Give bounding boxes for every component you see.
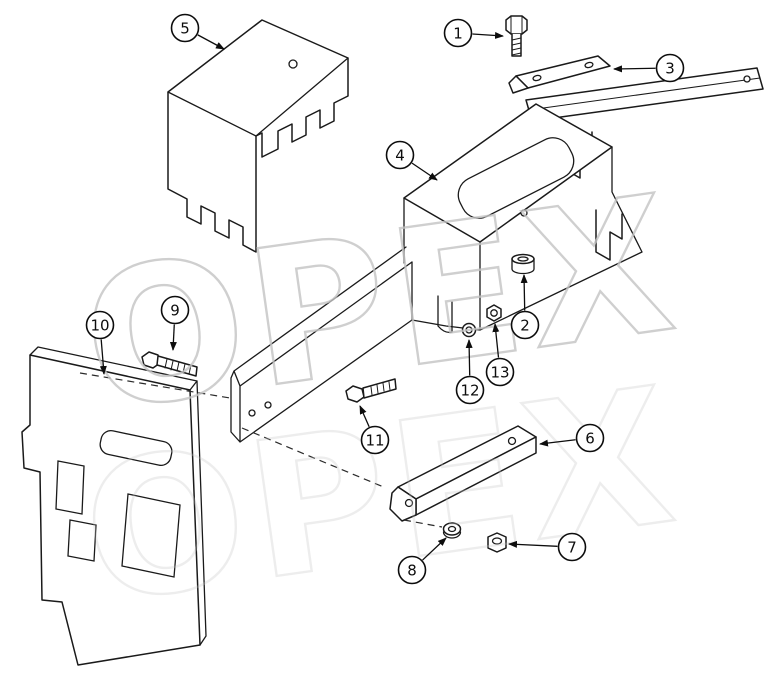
part-12-washer — [461, 322, 477, 338]
callout-8: 8 — [397, 537, 447, 585]
part-9-bolt — [141, 351, 198, 377]
callout-leader-5 — [197, 34, 225, 50]
part-3-plate — [508, 55, 611, 94]
callout-circle-9 — [160, 295, 190, 325]
callout-12: 12 — [455, 339, 485, 405]
part-8-washer-nut — [442, 522, 462, 539]
callout-leader-2 — [520, 274, 528, 311]
part-2-bushing — [511, 253, 535, 275]
cover-hole — [288, 59, 298, 69]
callout-circle-2 — [510, 310, 540, 340]
part-7-nut — [487, 532, 507, 553]
callout-circle-5 — [170, 13, 200, 43]
callout-7: 7 — [508, 532, 587, 562]
callout-leader-7 — [508, 540, 558, 548]
callout-number-2: 2 — [520, 316, 530, 334]
part-6-bracket — [389, 425, 537, 522]
callout-number-13: 13 — [490, 363, 509, 381]
callout-leader-9 — [169, 324, 177, 351]
callout-11: 11 — [359, 405, 390, 455]
callout-leader-4 — [411, 162, 438, 181]
callout-6: 6 — [539, 423, 605, 453]
part-1-bolt — [505, 15, 528, 57]
frame-opening — [457, 137, 575, 219]
callout-leader-11 — [359, 405, 370, 427]
callout-number-1: 1 — [453, 24, 463, 42]
callout-number-9: 9 — [170, 301, 180, 319]
part-13-nut — [486, 304, 502, 322]
callout-circle-6 — [575, 423, 605, 453]
callout-3: 3 — [613, 53, 685, 83]
callout-circle-12 — [455, 375, 485, 405]
callout-10: 10 — [85, 310, 115, 375]
callout-leader-13 — [492, 323, 500, 358]
callout-circle-8 — [397, 555, 427, 585]
callout-4: 4 — [385, 140, 438, 181]
callout-circle-10 — [85, 310, 115, 340]
callout-leader-10 — [99, 339, 107, 375]
callout-number-4: 4 — [395, 146, 405, 164]
callout-circle-4 — [385, 140, 415, 170]
callout-leader-12 — [465, 339, 473, 376]
callout-leader-1 — [472, 31, 504, 39]
assembly-dashed-lines — [79, 372, 443, 528]
callout-number-12: 12 — [460, 381, 479, 399]
callout-number-6: 6 — [585, 429, 595, 447]
callout-leader-6 — [539, 439, 576, 447]
weight-cutout — [121, 493, 181, 578]
callout-circle-11 — [360, 425, 390, 455]
callout-1: 1 — [443, 18, 504, 48]
part-4-frame — [230, 67, 764, 443]
callout-leader-3 — [613, 65, 656, 73]
callout-circle-7 — [557, 532, 587, 562]
callout-number-5: 5 — [180, 19, 190, 37]
callout-number-7: 7 — [567, 538, 577, 556]
callout-9: 9 — [160, 295, 190, 351]
callout-leader-8 — [422, 537, 447, 561]
callout-number-11: 11 — [365, 431, 384, 449]
part-10-counterweight — [21, 346, 207, 666]
callout-circle-13 — [485, 357, 515, 387]
bolt-hole — [520, 209, 528, 217]
callout-circle-3 — [655, 53, 685, 83]
callout-5: 5 — [170, 13, 225, 50]
part-5-cover — [167, 19, 349, 253]
handle-slot — [99, 429, 173, 467]
callout-number-3: 3 — [665, 59, 675, 77]
part-11-bolt — [345, 378, 397, 403]
callout-circle-1 — [443, 18, 473, 48]
callout-number-8: 8 — [407, 561, 417, 579]
callout-number-10: 10 — [90, 316, 109, 334]
callout-2: 2 — [510, 274, 540, 340]
callout-13: 13 — [485, 323, 515, 387]
